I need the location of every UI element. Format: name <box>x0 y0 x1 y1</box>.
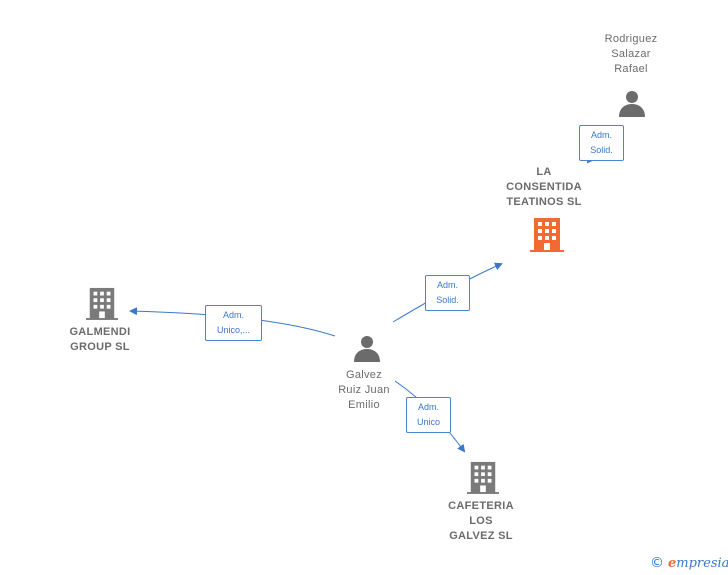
node-label-rodriguez: Rodriguez Salazar Rafael <box>604 33 658 75</box>
person-icon[interactable] <box>617 88 647 118</box>
edge-label-rodriguez-la-consentida[interactable]: Adm. Solid. <box>579 125 624 161</box>
node-label-cafeteria: CAFETERIA LOS GALVEZ SL <box>448 500 514 542</box>
edge-label-galvez-la-consentida[interactable]: Adm. Solid. <box>425 275 470 311</box>
person-icon[interactable] <box>352 333 382 363</box>
building-icon[interactable] <box>530 216 564 252</box>
building-icon[interactable] <box>467 460 499 494</box>
edge-label-galvez-cafeteria[interactable]: Adm. Unico <box>406 397 451 433</box>
node-label-galmendi: GALMENDI GROUP SL <box>69 326 131 353</box>
copyright-icon: © <box>650 555 664 571</box>
edge-label-galvez-galmendi[interactable]: Adm. Unico,... <box>205 305 262 341</box>
node-label-la-consentida: LA CONSENTIDA TEATINOS SL <box>506 166 582 208</box>
node-label-galvez: Galvez Ruiz Juan Emilio <box>338 369 390 411</box>
building-icon[interactable] <box>86 286 118 320</box>
brand-logo[interactable]: empresia <box>668 556 728 571</box>
